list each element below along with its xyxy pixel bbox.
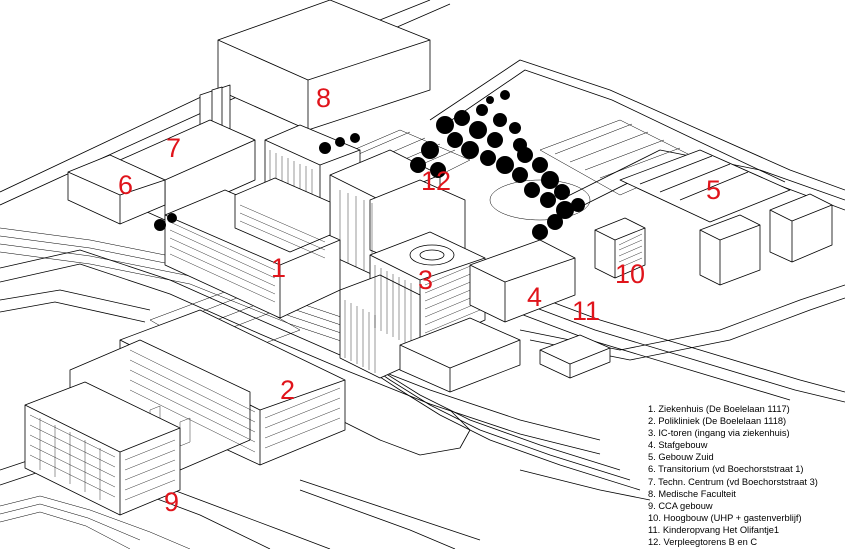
legend-item: 6. Transitorium (vd Boechorststraat 1) [648, 464, 804, 475]
legend-item: 2. Polikliniek (De Boelelaan 1118) [648, 416, 787, 427]
marker-1: 1 [271, 253, 287, 283]
marker-3: 3 [418, 265, 434, 295]
legend-item: 9. CCA gebouw [648, 500, 713, 511]
building-8 [199, 0, 431, 151]
building-6 [67, 154, 166, 225]
marker-11: 11 [572, 296, 601, 326]
low-building-center [399, 317, 521, 393]
marker-6: 6 [118, 170, 134, 200]
building-5 [619, 149, 833, 286]
marker-10: 10 [615, 259, 646, 289]
marker-12: 12 [421, 166, 452, 196]
trees [154, 90, 585, 240]
marker-7: 7 [166, 133, 182, 163]
building-11 [539, 334, 611, 379]
legend-item: 8. Medische Faculteit [648, 488, 736, 499]
building-9-facade [29, 414, 176, 501]
marker-9: 9 [164, 487, 180, 517]
legend-item: 1. Ziekenhuis (De Boelelaan 1117) [648, 404, 790, 414]
legend-item: 12. Verpleegtorens B en C [648, 537, 758, 548]
building-4 [469, 239, 576, 323]
marker-2: 2 [280, 375, 296, 405]
building-2-facade [129, 349, 341, 453]
marker-8: 8 [316, 83, 332, 113]
marker-5: 5 [706, 175, 722, 205]
legend: 1. Ziekenhuis (De Boelelaan 1117) 2. Pol… [648, 403, 818, 548]
legend-item: 4. Stafgebouw [648, 440, 708, 451]
legend-item: 10. Hoogbouw (UHP + gastenverblijf) [648, 512, 802, 523]
building-3-facade [344, 261, 481, 373]
legend-item: 11. Kinderopvang Het Olifantje1 [648, 524, 780, 535]
building-1 [164, 177, 341, 319]
building-10-facade [618, 233, 643, 269]
legend-item: 7. Techn. Centrum (vd Boechorststraat 3) [648, 476, 818, 487]
building-10 [594, 217, 646, 279]
building-9 [24, 381, 181, 516]
building-1-facade [169, 204, 326, 303]
legend-item: 5. Gebouw Zuid [648, 452, 714, 463]
marker-4: 4 [527, 282, 543, 312]
legend-item: 3. IC-toren (ingang via ziekenhuis) [648, 428, 790, 439]
